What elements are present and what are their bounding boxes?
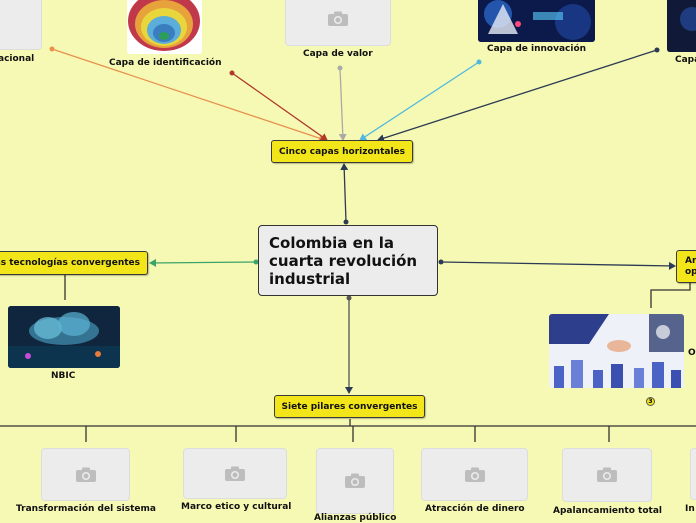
camera-icon: [345, 473, 365, 488]
nbic-label: NBIC: [51, 371, 76, 381]
nbic-image: [8, 306, 120, 368]
connector-central-right: [440, 261, 676, 270]
layer-label-acional: acional: [0, 54, 35, 64]
innovacion-image: [478, 0, 595, 42]
pillar-label-1: Transformación del sistema: [16, 504, 156, 514]
right-image: [549, 314, 684, 388]
connector-acional: [51, 48, 326, 142]
industry-image-icon: [478, 0, 595, 42]
camera-icon: [328, 11, 348, 26]
connector-right-tree: [650, 276, 691, 308]
image-placeholder-acional: [0, 0, 42, 50]
layer-label-capa: Capa: [675, 55, 696, 65]
cloud-tech-icon: [8, 306, 120, 368]
concentric-layers-icon: [128, 0, 200, 51]
connector-identificacion: [231, 72, 328, 141]
connector-central-top: [340, 163, 349, 223]
connector-bottom-tree: [0, 419, 696, 442]
layer-label-identificacion: Capa de identificación: [109, 58, 222, 68]
hub-cinco-capas[interactable]: Cinco capas horizontales: [271, 140, 413, 163]
camera-icon: [597, 467, 617, 482]
camera-icon: [464, 467, 485, 482]
pillar-label-6: In: [685, 504, 695, 514]
hub-right-line1: Ar: [685, 255, 696, 266]
connector-innovacion: [359, 61, 480, 141]
count-badge[interactable]: 3: [646, 397, 655, 406]
camera-icon: [225, 466, 245, 481]
camera-icon: [75, 467, 96, 482]
connector-capa: [377, 49, 658, 142]
connector-valor: [338, 67, 347, 141]
pillar-image-placeholder-6: [690, 448, 696, 500]
pillar-image-placeholder-4: [421, 448, 528, 501]
pillar-label-4: Atracción de dinero: [425, 504, 525, 514]
pillar-image-placeholder-2: [183, 448, 287, 499]
pillar-label-2: Marco etico y cultural: [181, 502, 292, 512]
valor-image-placeholder: [285, 0, 391, 46]
pillar-image-placeholder-3: [316, 448, 394, 514]
pillar-image-placeholder-1: [41, 448, 130, 501]
pillar-label-5: Apalancamiento total: [553, 506, 662, 516]
capa-image: [667, 0, 696, 52]
central-topic[interactable]: Colombia en la cuarta revolución industr…: [258, 225, 438, 296]
hub-tecnologias[interactable]: Las tecnologías convergentes: [0, 251, 148, 275]
hub-siete-pilares[interactable]: Siete pilares convergentes: [274, 395, 425, 418]
capa-image-icon: [667, 0, 696, 52]
hub-right-line2: op: [685, 266, 696, 277]
hub-right[interactable]: Ar op: [676, 250, 696, 283]
right-child-label: O: [688, 348, 696, 358]
pillar-image-placeholder-5: [562, 448, 652, 502]
layer-label-innovacion: Capa de innovación: [487, 44, 587, 54]
layer-label-valor: Capa de valor: [303, 49, 373, 59]
central-title: Colombia en la cuarta revolución industr…: [269, 234, 418, 288]
connector-central-left: [149, 258, 257, 267]
pillar-label-3: Alianzas público: [314, 513, 397, 523]
handshake-robot-icon: [549, 314, 684, 388]
identificacion-image: [127, 0, 202, 54]
